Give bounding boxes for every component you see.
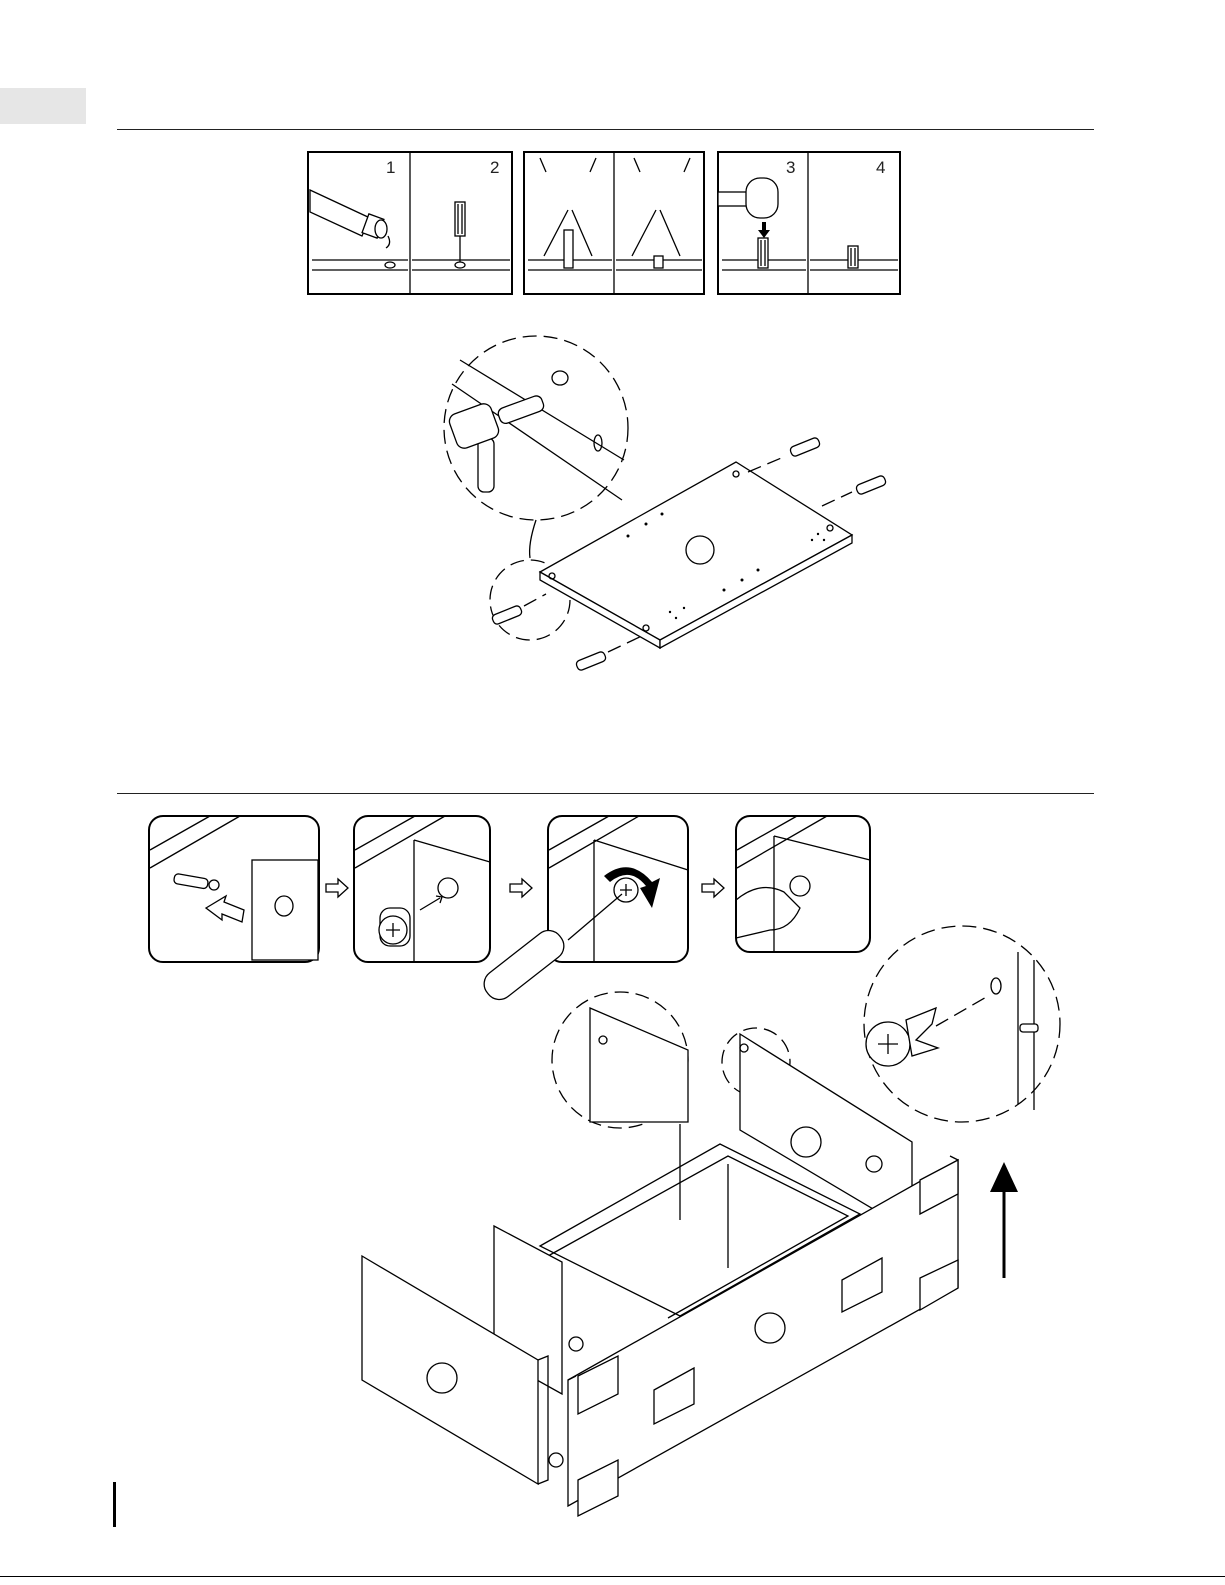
- shelf-panel-with-dowels: [444, 336, 887, 671]
- screwdriver-icon: [479, 894, 622, 1005]
- cam-lock-step-2: [354, 816, 490, 962]
- arrow-down-icon: [758, 222, 770, 238]
- drawer-assembly: [362, 926, 1060, 1516]
- dowel-step-panel-1: [308, 152, 512, 294]
- arrow-left-icon: [206, 896, 244, 922]
- hammer-icon: [718, 178, 778, 218]
- cam-screw-icon: [173, 873, 219, 890]
- dowel-step-panel-3: [718, 152, 900, 294]
- arrow-right-icon: [510, 879, 532, 897]
- dowel-icon: [455, 202, 465, 268]
- cam-lock-step-4: [736, 816, 870, 952]
- glue-bottle-icon: [310, 190, 390, 248]
- cam-lock-icon: [866, 1008, 938, 1066]
- arrow-right-icon: [326, 879, 348, 897]
- cam-lock-step-1: [149, 816, 319, 962]
- arrow-up-icon: [990, 1162, 1018, 1278]
- hammer-icon: [447, 402, 501, 492]
- cam-lock-icon: [379, 908, 410, 946]
- cam-lock-step-3: [479, 816, 688, 1005]
- arrow-right-icon: [702, 879, 724, 897]
- dowel-step-panel-2: [524, 152, 704, 294]
